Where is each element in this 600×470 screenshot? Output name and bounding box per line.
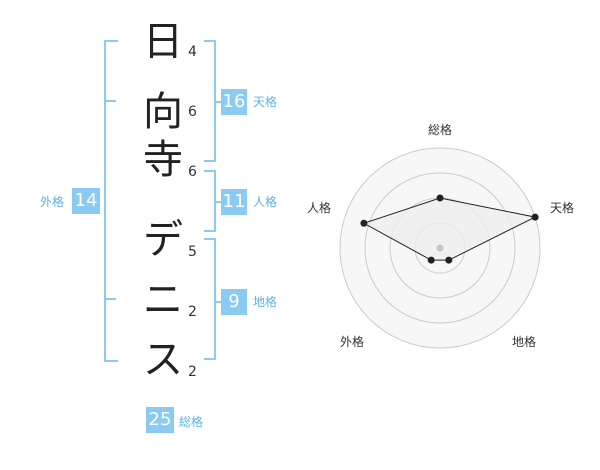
tenkaku-connector [215, 101, 221, 103]
stroke-count-6: 2 [188, 364, 197, 380]
radar-points [360, 194, 539, 264]
radar-point [427, 256, 435, 264]
name-char-5: ニ [143, 277, 183, 323]
soukaku-value: 25 [146, 407, 174, 433]
jinkaku-label: 人格 [253, 195, 278, 209]
radar-axis-label-gaikaku: 外格 [340, 334, 364, 349]
jinkaku-value: 11 [221, 189, 247, 215]
radar-point [445, 256, 453, 264]
radar-polygon [362, 197, 537, 261]
radar-point [531, 213, 539, 221]
name-char-1: 日 [143, 19, 183, 65]
radar-point [360, 219, 368, 227]
tenkaku-value: 16 [221, 89, 247, 115]
radar-axis-label-soukaku: 総格 [428, 122, 452, 137]
chikaku-bracket [204, 238, 216, 360]
stroke-count-1: 4 [188, 44, 197, 60]
name-char-6: ス [143, 337, 183, 383]
gaikaku-value: 14 [72, 188, 100, 214]
radar-axis-label-tenkaku: 天格 [550, 200, 574, 215]
chikaku-value: 9 [221, 289, 247, 315]
name-char-4: デ [143, 217, 183, 263]
gaikaku-label: 外格 [40, 195, 65, 209]
stroke-count-2: 6 [188, 104, 197, 120]
name-char-2: 向 [143, 89, 183, 135]
gaikaku-bracket [104, 40, 118, 362]
name-char-3: 寺 [143, 137, 183, 183]
soukaku-label: 総格 [179, 415, 204, 429]
gaikaku-tick-2 [104, 298, 116, 300]
chikaku-connector [215, 301, 221, 303]
tenkaku-label: 天格 [253, 95, 278, 109]
jinkaku-connector [215, 201, 221, 203]
radar-axis-label-chikaku: 地格 [512, 334, 536, 349]
chikaku-label: 地格 [253, 295, 278, 309]
stroke-count-3: 6 [188, 164, 197, 180]
radar-center [436, 244, 444, 252]
gaikaku-tick-1 [104, 100, 116, 102]
stroke-count-5: 2 [188, 304, 197, 320]
radar-axis-label-jinkaku: 人格 [307, 200, 331, 215]
radar-grid-ring [364, 172, 516, 324]
stroke-count-4: 5 [188, 244, 197, 260]
radar-point [436, 194, 444, 202]
